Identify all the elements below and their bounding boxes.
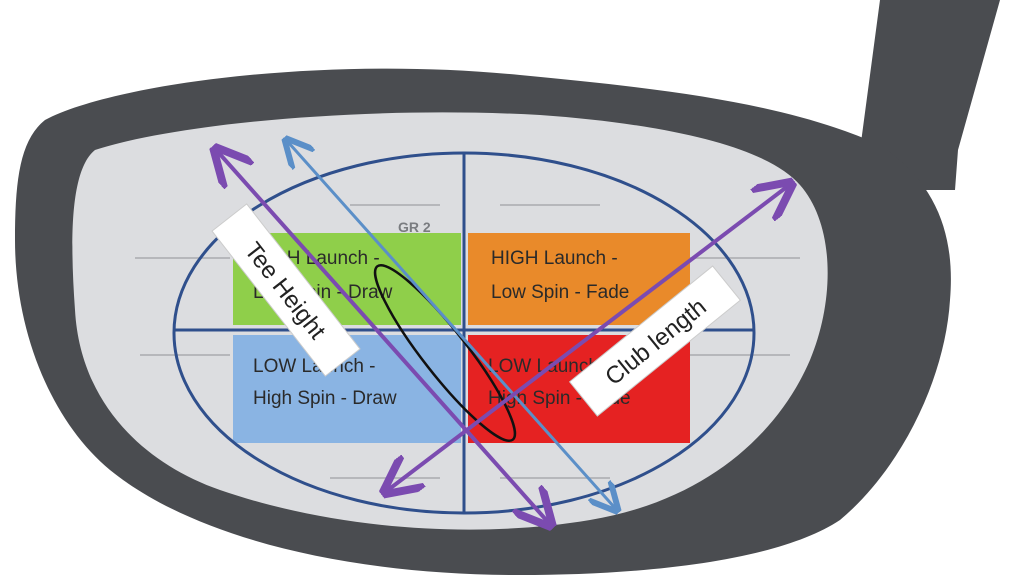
club-length-arrow <box>388 186 788 490</box>
face-marking: GR 2 <box>398 219 431 235</box>
club-hosel <box>860 0 1000 190</box>
direction-arrows <box>218 142 788 522</box>
quadrant-bottom-left-line2: High Spin - Draw <box>253 388 397 409</box>
quadrant-top-right-line2: Low Spin - Fade <box>491 282 629 303</box>
quadrant-top-right-line1: HIGH Launch - <box>491 248 618 269</box>
